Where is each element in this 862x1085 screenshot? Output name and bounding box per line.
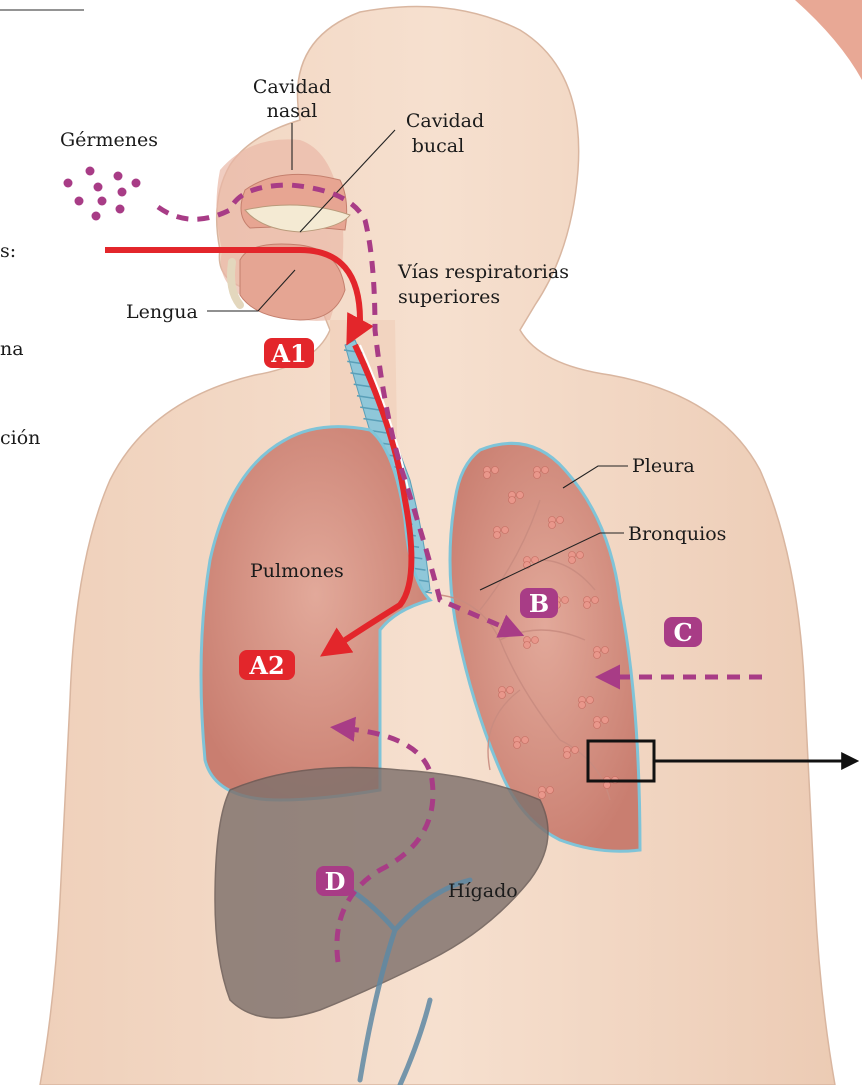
side-fragment-3: ción — [0, 427, 40, 449]
germ-dot — [86, 167, 95, 176]
badge-a1: A1 — [264, 338, 314, 368]
svg-text:D: D — [325, 867, 346, 896]
label-pleura: Pleura — [632, 455, 695, 477]
alveolus — [592, 597, 599, 604]
alveolus — [557, 517, 564, 524]
svg-text:C: C — [673, 618, 692, 647]
alveolus — [594, 652, 601, 659]
germ-dot — [118, 188, 127, 197]
alveolus — [602, 717, 609, 724]
label-higado: Hígado — [448, 880, 518, 902]
alveolus — [509, 497, 516, 504]
germ-dot — [132, 179, 141, 188]
alveolus — [514, 742, 521, 749]
alveolus — [604, 782, 611, 789]
alveolus — [517, 492, 524, 499]
germ-dot — [64, 179, 73, 188]
label-cavidad-bucal-1: Cavidad — [406, 110, 484, 132]
alveolus — [492, 467, 499, 474]
side-fragment-1: s: — [0, 240, 16, 262]
alveolus — [572, 747, 579, 754]
alveolus — [494, 532, 501, 539]
alveolus — [562, 597, 569, 604]
svg-text:A1: A1 — [270, 339, 306, 368]
badge-c: C — [664, 617, 702, 647]
label-lengua: Lengua — [126, 301, 198, 323]
badge-d: D — [316, 866, 354, 896]
alveolus — [549, 522, 556, 529]
label-pulmones: Pulmones — [250, 560, 344, 582]
alveolus — [579, 702, 586, 709]
alveolus — [502, 527, 509, 534]
label-vias-1: Vías respiratorias — [397, 261, 569, 283]
side-fragment-2: na — [0, 338, 24, 360]
alveolus — [602, 647, 609, 654]
alveolus — [524, 642, 531, 649]
germ-dot — [114, 172, 123, 181]
label-cavidad-nasal-1: Cavidad — [253, 76, 331, 98]
svg-text:B: B — [529, 589, 549, 618]
label-cavidad-nasal-2: nasal — [267, 100, 318, 122]
alveolus — [484, 472, 491, 479]
badge-a2: A2 — [239, 650, 295, 680]
alveolus — [547, 787, 554, 794]
germ-dot — [98, 197, 107, 206]
alveolus — [577, 552, 584, 559]
germ-dot — [94, 183, 103, 192]
alveolus — [534, 472, 541, 479]
germ-dot — [92, 212, 101, 221]
alveolus — [532, 637, 539, 644]
alveolus — [584, 602, 591, 609]
label-germenes: Gérmenes — [60, 129, 158, 151]
germ-dots — [64, 167, 141, 221]
alveolus — [539, 792, 546, 799]
germ-dot — [116, 205, 125, 214]
alveolus — [542, 467, 549, 474]
germ-dot — [75, 197, 84, 206]
label-vias-2: superiores — [398, 286, 500, 308]
alveolus — [564, 752, 571, 759]
alveolus — [594, 722, 601, 729]
alveolus — [507, 687, 514, 694]
badge-b: B — [520, 588, 558, 618]
svg-text:A2: A2 — [248, 651, 284, 680]
label-cavidad-bucal-2: bucal — [412, 135, 464, 157]
alveolus — [569, 557, 576, 564]
alveolus — [499, 692, 506, 699]
label-bronquios: Bronquios — [628, 523, 726, 545]
corner-accent — [795, 0, 862, 80]
alveolus — [587, 697, 594, 704]
alveolus — [522, 737, 529, 744]
